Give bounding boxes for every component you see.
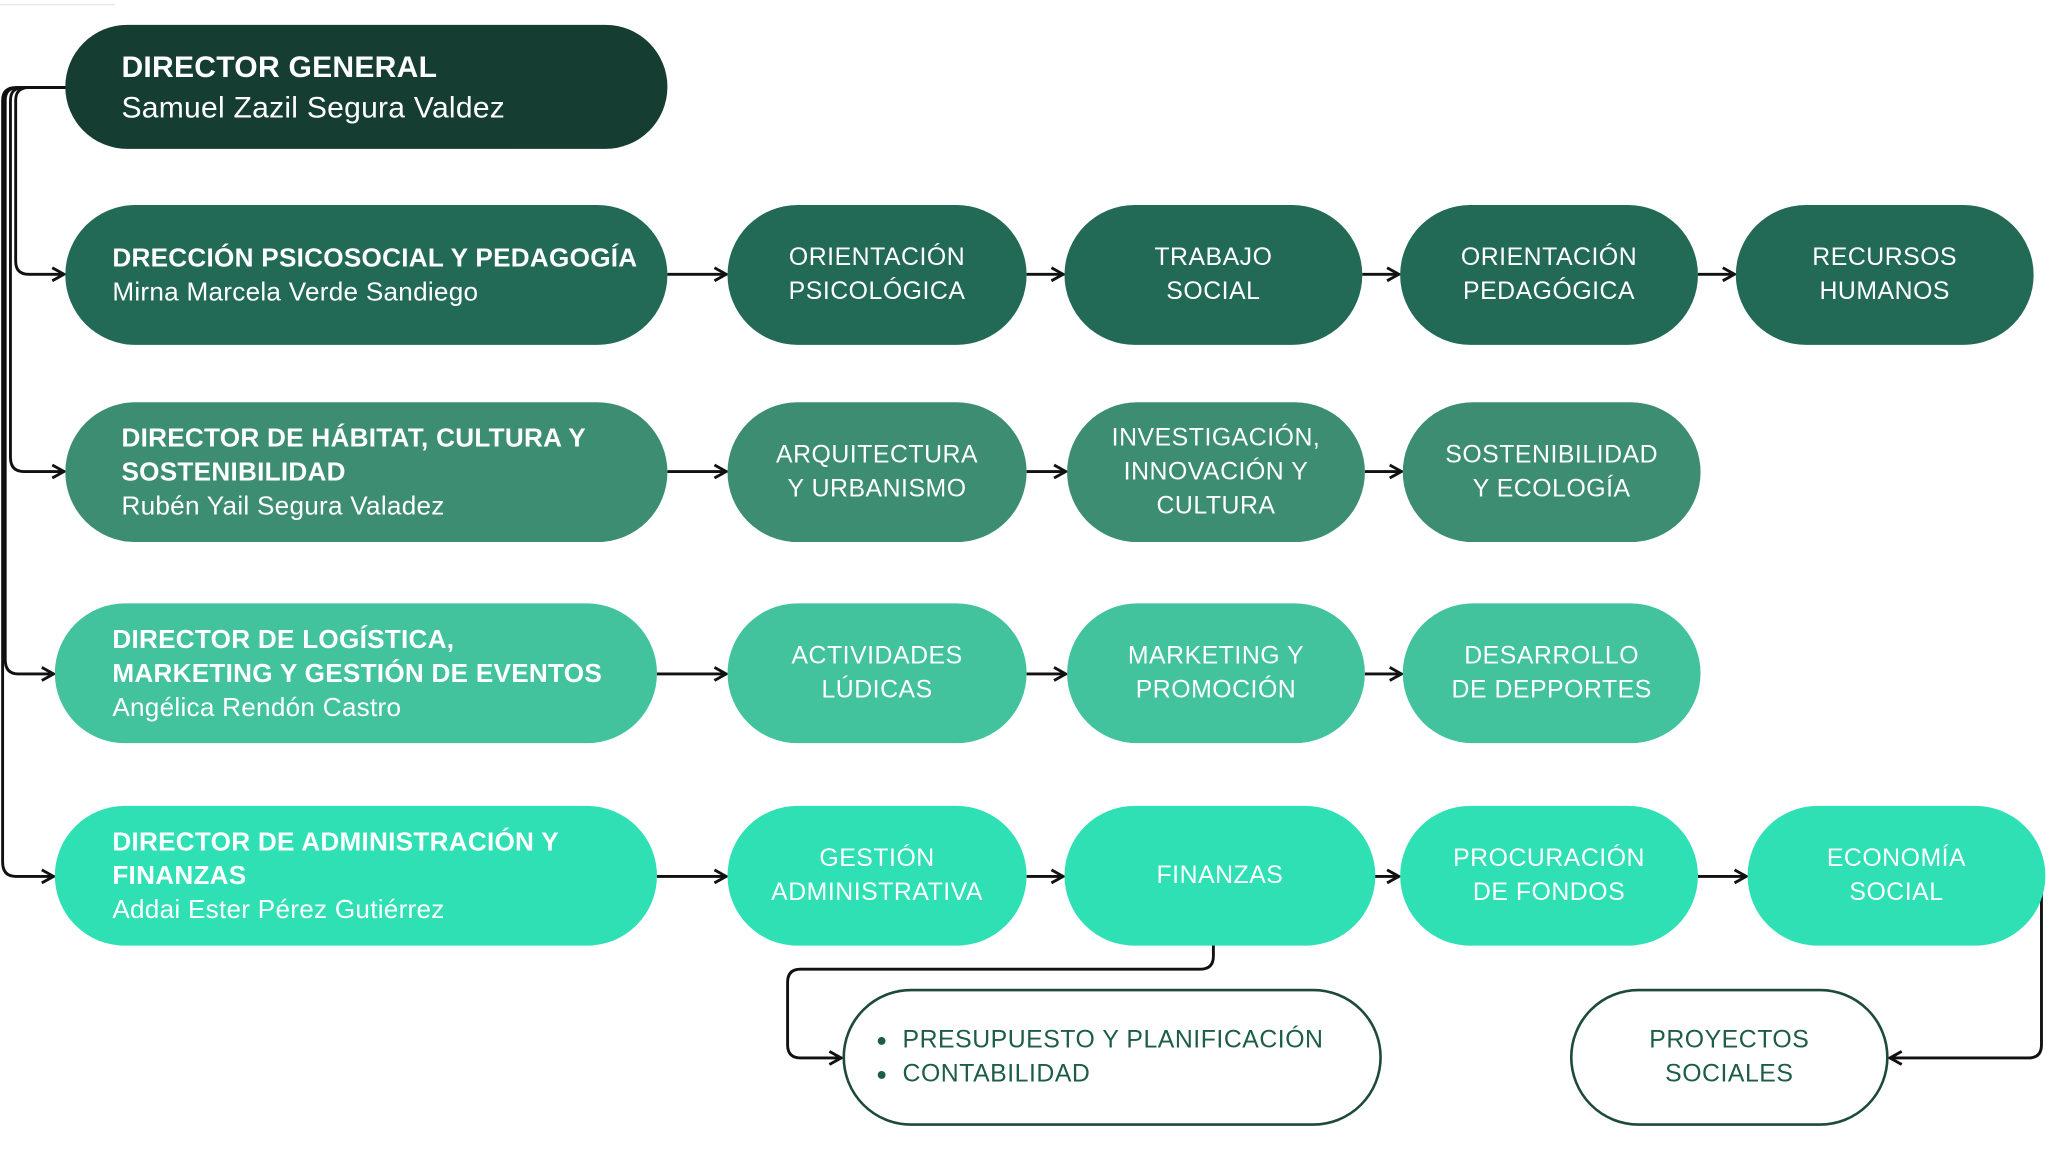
director-administracion-name: Addai Ester Pérez Gutiérrez [112,895,445,925]
social-projects-label: PROYECTOS SOCIALES [1649,1025,1810,1088]
unit-orientacion-pedagogica: ORIENTACIÓN PEDAGÓGICA [1400,205,1698,345]
trunk-lines [1,86,66,877]
unit-arquitectura-urbanismo: ARQUITECTURA Y URBANISMO [727,402,1027,543]
unit-label: PROCURACIÓN DE FONDOS [1453,844,1645,906]
unit-label: ECONOMÍA SOCIAL [1826,844,1967,906]
director-administracion-role: DIRECTOR DE ADMINISTRACIÓN Y FINANZAS [112,827,559,891]
unit-sostenibilidad-ecologia: SOSTENIBILIDAD Y ECOLOGÍA [1402,402,1701,543]
unit-label: ARQUITECTURA Y URBANISMO [776,440,979,503]
director-administracion-box: DIRECTOR DE ADMINISTRACIÓN Y FINANZAS Ad… [54,805,657,946]
unit-label: FINANZAS [1156,861,1284,889]
director-psicosocial-role: DRECCIÓN PSICOSOCIAL Y PEDAGOGÍA [112,243,638,273]
unit-gestion-administrativa: GESTIÓN ADMINISTRATIVA [727,805,1027,946]
sub-box-connectors [786,876,2043,1058]
unit-recursos-humanos: RECURSOS HUMANOS [1735,205,2034,345]
unit-economia-social: ECONOMÍA SOCIAL [1747,805,2046,946]
finance-item: CONTABILIDAD [877,1057,1324,1091]
unit-label: TRABAJO SOCIAL [1154,243,1273,305]
unit-actividades-ludicas: ACTIVIDADES LÚDICAS [727,603,1027,744]
finanzas-to-budget [786,943,1215,1058]
unit-label: ORIENTACIÓN PSICOLÓGICA [788,243,966,305]
unit-investigacion-innovacion-cultura: INVESTIGACIÓN, INNOVACIÓN Y CULTURA [1067,402,1365,543]
corner-line [0,0,115,6]
director-psicosocial-box: DRECCIÓN PSICOSOCIAL Y PEDAGOGÍA Mirna M… [65,205,668,345]
unit-label: DESARROLLO DE DEPPORTES [1451,641,1652,704]
director-logistica-role: DIRECTOR DE LOGÍSTICA, MARKETING Y GESTI… [112,624,603,688]
finance-item-list: PRESUPUESTO Y PLANIFICACIÓN CONTABILIDAD [845,1023,1323,1091]
trunk-to-row-2 [9,86,65,472]
director-logistica-name: Angélica Rendón Castro [112,692,402,722]
unit-label: RECURSOS HUMANOS [1812,243,1958,305]
director-habitat-box: DIRECTOR DE HÁBITAT, CULTURA Y SOSTENIBI… [65,402,668,543]
trunk-to-row-4 [1,86,66,877]
unit-orientacion-psicologica: ORIENTACIÓN PSICOLÓGICA [727,205,1027,345]
unit-label: SOSTENIBILIDAD Y ECOLOGÍA [1445,440,1659,503]
unit-marketing-promocion: MARKETING Y PROMOCIÓN [1067,603,1365,744]
director-general-name: Samuel Zazil Segura Valdez [121,89,506,124]
director-habitat-role: DIRECTOR DE HÁBITAT, CULTURA Y SOSTENIBI… [121,423,586,487]
director-logistica-box: DIRECTOR DE LOGÍSTICA, MARKETING Y GESTI… [54,603,657,744]
unit-procuracion-fondos: PROCURACIÓN DE FONDOS [1400,805,1698,946]
director-psicosocial-name: Mirna Marcela Verde Sandiego [112,277,479,307]
unit-label: INVESTIGACIÓN, INNOVACIÓN Y CULTURA [1111,423,1321,520]
unit-label: GESTIÓN ADMINISTRATIVA [771,844,983,906]
finance-item: PRESUPUESTO Y PLANIFICACIÓN [877,1023,1324,1057]
unit-label: ACTIVIDADES LÚDICAS [791,641,963,704]
director-general-box: DIRECTOR GENERAL Samuel Zazil Segura Val… [65,24,668,149]
budget-accounting-box: PRESUPUESTO Y PLANIFICACIÓN CONTABILIDAD [842,988,1382,1126]
unit-trabajo-social: TRABAJO SOCIAL [1064,205,1363,345]
director-habitat-name: Rubén Yail Segura Valadez [121,491,445,521]
director-general-role: DIRECTOR GENERAL [121,48,438,83]
unit-desarrollo-deportes: DESARROLLO DE DEPPORTES [1402,603,1701,744]
economia-to-projects [1890,876,2043,1058]
social-projects-box: PROYECTOS SOCIALES [1569,988,1889,1126]
unit-label: MARKETING Y PROMOCIÓN [1127,641,1305,704]
unit-label: ORIENTACIÓN PEDAGÓGICA [1460,243,1638,305]
trunk-to-row-1 [14,86,66,275]
unit-finanzas: FINANZAS [1064,805,1376,946]
